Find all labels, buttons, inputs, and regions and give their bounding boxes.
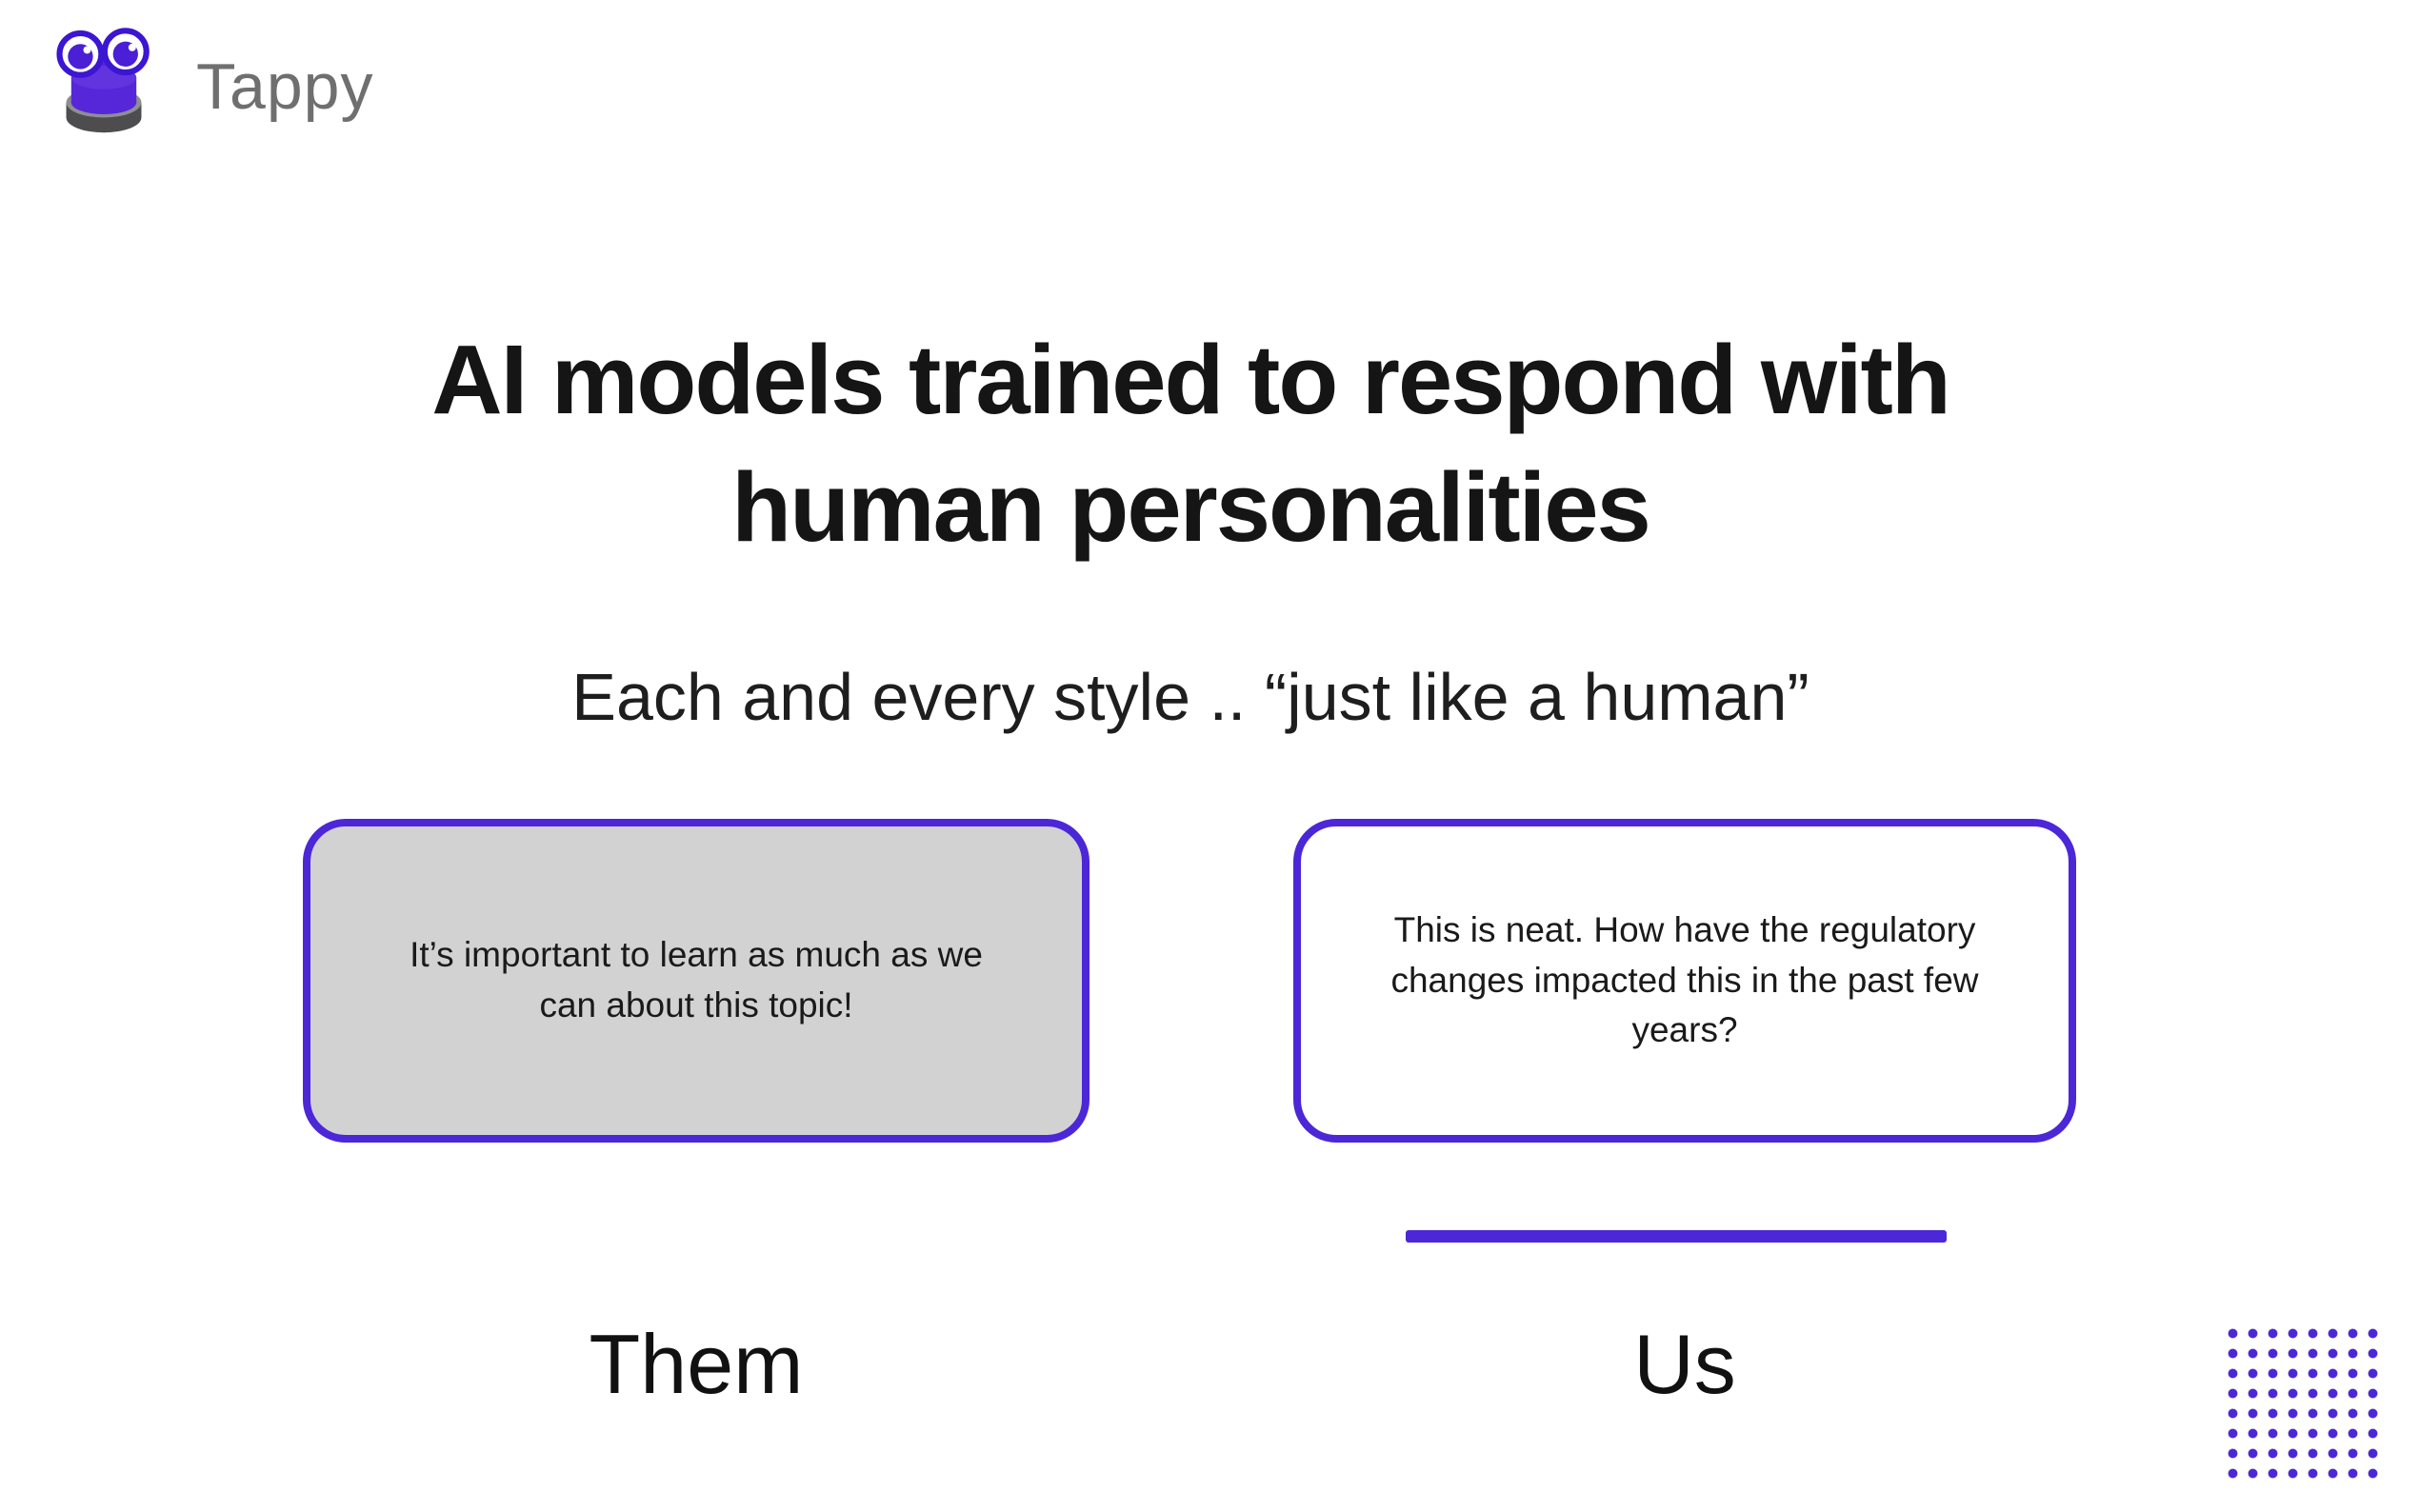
us-underline-marker: [1406, 1230, 1947, 1243]
them-card-message: It’s important to learn as much as we ca…: [410, 935, 983, 1025]
brand-header: Tappy: [50, 21, 373, 139]
them-label: Them: [589, 1317, 804, 1411]
us-label: Us: [1633, 1317, 1736, 1411]
page-title-line2: human personalities: [731, 451, 1651, 562]
tappy-frog-button-icon: [56, 28, 150, 133]
page-title-line1: AI models trained to respond with: [431, 325, 1951, 434]
page-title: AI models trained to respond with human …: [0, 316, 2381, 571]
them-card: It’s important to learn as much as we ca…: [303, 819, 1090, 1143]
us-card-message: This is neat. How have the regulatory ch…: [1390, 910, 1979, 1050]
dots-pattern-decoration: [2223, 1323, 2383, 1483]
us-card: This is neat. How have the regulatory ch…: [1293, 819, 2076, 1143]
page-subtitle: Each and every style .. “just like a hum…: [571, 660, 1809, 734]
brand-name: Tappy: [196, 50, 374, 123]
